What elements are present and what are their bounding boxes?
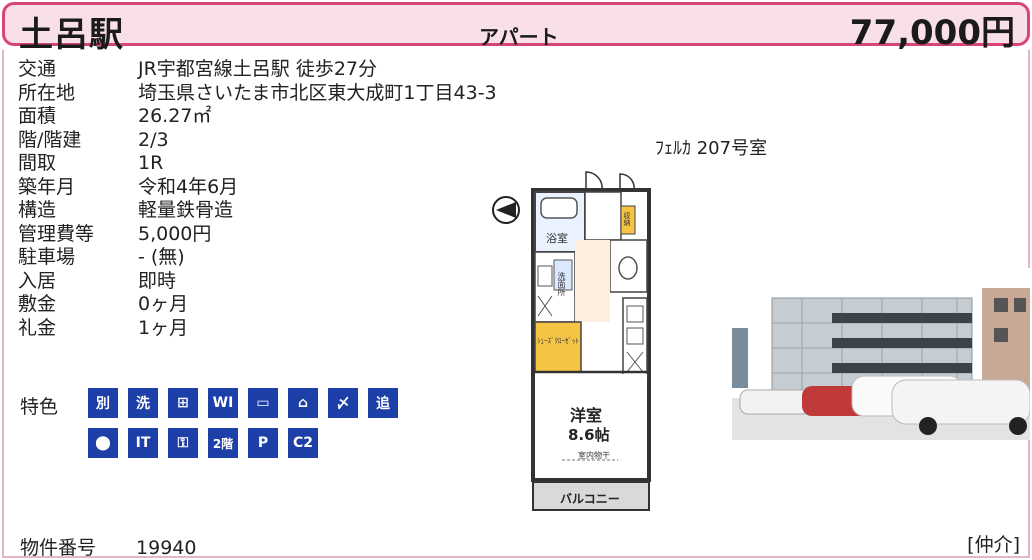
feature-icon: ⌂ xyxy=(288,388,318,418)
closet-label: ｼｭｰｽﾞｸﾛｰｾﾞｯﾄ xyxy=(537,337,579,345)
info-value: 1R xyxy=(138,152,164,175)
info-row-area: 面積 26.27㎡ xyxy=(18,105,497,129)
info-value: 5,000円 xyxy=(138,222,212,245)
features-label: 特色 xyxy=(20,396,59,418)
feature-icon: 2階 xyxy=(208,428,238,458)
feature-icon: ⚿ xyxy=(168,428,198,458)
bath-label: 浴室 xyxy=(546,232,568,245)
feature-icon: ▭ xyxy=(248,388,278,418)
info-label: 管理費等 xyxy=(18,222,95,245)
floor-plan-drawing xyxy=(492,171,651,511)
feature-icon: 洗 xyxy=(128,388,158,418)
feature-icon: WI xyxy=(208,388,238,418)
info-value: 26.27㎡ xyxy=(138,105,212,128)
info-row-movein: 入居 即時 xyxy=(18,270,497,294)
info-row-access: 交通 JR宇都宮線土呂駅 徒歩27分 xyxy=(18,58,497,82)
feature-icon: C2 xyxy=(288,428,318,458)
info-value: 0ヶ月 xyxy=(138,293,189,316)
wash-label: 洗面所 xyxy=(557,272,566,296)
info-label: 面積 xyxy=(18,105,57,128)
info-row-floor: 階/階建 2/3 xyxy=(18,129,497,153)
info-label: 礼金 xyxy=(18,316,57,339)
info-row-built: 築年月 令和4年6月 xyxy=(18,176,497,200)
info-value: 令和4年6月 xyxy=(138,175,239,198)
feature-icon: IT xyxy=(128,428,158,458)
info-label: 駐車場 xyxy=(18,246,76,269)
main-room-label: 洋室 xyxy=(570,406,603,425)
main-room-size: 8.6帖 xyxy=(568,426,610,444)
info-row-structure: 構造 軽量鉄骨造 xyxy=(18,199,497,223)
info-value: 埼玉県さいたま市北区東大成町1丁目43-3 xyxy=(138,81,497,104)
storage-label: 収納 xyxy=(623,212,631,226)
info-value: JR宇都宮線土呂駅 徒歩27分 xyxy=(138,58,378,81)
property-number: 物件番号 19940 xyxy=(20,533,196,560)
info-row-parking: 駐車場 - (無) xyxy=(18,246,497,270)
info-label: 入居 xyxy=(18,269,57,292)
info-label: 交通 xyxy=(18,58,57,81)
building-photo xyxy=(732,268,1031,440)
info-label: 所在地 xyxy=(18,81,76,104)
info-label: 築年月 xyxy=(18,175,76,198)
feature-icon: ⊞ xyxy=(168,388,198,418)
info-value: - (無) xyxy=(138,246,185,269)
room-label: ﾌｪﾙｶ 207号室 xyxy=(655,138,768,159)
feature-icon: 〆 xyxy=(328,388,358,418)
info-value: 軽量鉄骨造 xyxy=(138,199,234,222)
north-arrow-icon xyxy=(492,196,520,224)
info-value: 1ヶ月 xyxy=(138,316,189,339)
floor-plan: 浴室 洗面所 ｼｭｰｽﾞｸﾛｰｾﾞｯﾄ 収納 洋室 8.6帖 室内物干 バルコニ… xyxy=(486,168,666,522)
info-label: 敷金 xyxy=(18,293,57,316)
feature-icon: ⬤ xyxy=(88,428,118,458)
balcony-label: バルコニー xyxy=(560,492,620,506)
rent-price: 77,000円 xyxy=(849,13,1015,53)
feature-icon: P xyxy=(248,428,278,458)
info-label: 構造 xyxy=(18,199,57,222)
info-row-deposit: 敷金 0ヶ月 xyxy=(18,293,497,317)
exterior-photo xyxy=(732,268,1031,440)
property-number-value: 19940 xyxy=(136,537,197,559)
info-value: 即時 xyxy=(138,269,177,292)
property-type: アパート xyxy=(479,25,559,49)
feature-icon: 追 xyxy=(368,388,398,418)
station-name: 土呂駅 xyxy=(19,15,124,55)
broker-label: [仲介] xyxy=(967,534,1020,556)
header-band: 土呂駅 アパート 77,000円 xyxy=(2,2,1030,55)
info-row-layout: 間取 1R xyxy=(18,152,497,176)
property-number-label: 物件番号 xyxy=(20,537,97,559)
info-row-address: 所在地 埼玉県さいたま市北区東大成町1丁目43-3 xyxy=(18,82,497,106)
info-row-keymoney: 礼金 1ヶ月 xyxy=(18,317,497,341)
indoor-dry-label: 室内物干 xyxy=(578,451,610,460)
info-value: 2/3 xyxy=(138,128,169,151)
feature-icon: 別 xyxy=(88,388,118,418)
info-list: 交通 JR宇都宮線土呂駅 徒歩27分 所在地 埼玉県さいたま市北区東大成町1丁目43… xyxy=(18,58,497,340)
info-label: 階/階建 xyxy=(18,128,82,151)
info-label: 間取 xyxy=(18,152,57,175)
info-row-fee: 管理費等 5,000円 xyxy=(18,223,497,247)
